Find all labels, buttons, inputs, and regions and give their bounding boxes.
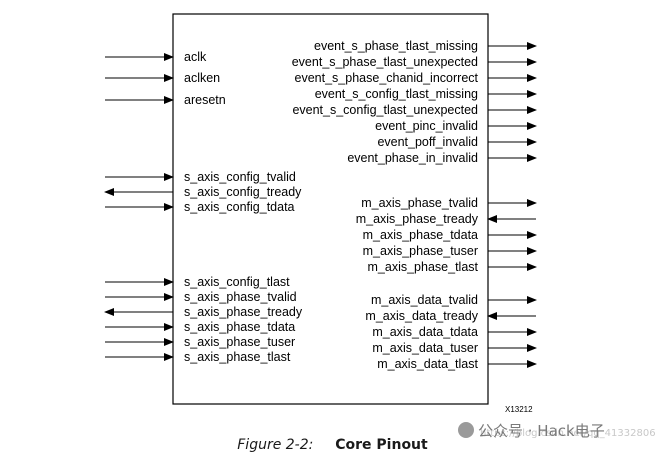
pin-label-s_axis_phase_tvalid: s_axis_phase_tvalid: [184, 290, 297, 304]
pin-label-event_s_phase_chanid_incorrect: event_s_phase_chanid_incorrect: [295, 71, 479, 85]
pin-label-aresetn: aresetn: [184, 93, 226, 107]
left-pin-group: aclkaclkenaresetns_axis_config_tvalids_a…: [104, 50, 303, 364]
pin-label-m_axis_data_tdata: m_axis_data_tdata: [372, 325, 478, 339]
pin-label-event_pinc_invalid: event_pinc_invalid: [375, 119, 478, 133]
pin-label-m_axis_phase_tdata: m_axis_phase_tdata: [363, 228, 478, 242]
pin-label-event_phase_in_invalid: event_phase_in_invalid: [347, 151, 478, 165]
watermark: 公众号 · Hack电子: [458, 420, 605, 441]
watermark-text: 公众号 · Hack电子: [478, 422, 605, 440]
pin-label-s_axis_config_tready: s_axis_config_tready: [184, 185, 302, 199]
part-id: X13212: [505, 405, 533, 414]
pin-label-s_axis_phase_tdata: s_axis_phase_tdata: [184, 320, 295, 334]
pin-label-m_axis_data_tvalid: m_axis_data_tvalid: [371, 293, 478, 307]
pin-label-s_axis_config_tvalid: s_axis_config_tvalid: [184, 170, 296, 184]
watermark-url: https://blog.csdn.net/qq_41332806: [480, 428, 656, 439]
pin-label-s_axis_phase_tuser: s_axis_phase_tuser: [184, 335, 295, 349]
pin-label-m_axis_phase_tvalid: m_axis_phase_tvalid: [361, 196, 478, 210]
pin-label-m_axis_data_tuser: m_axis_data_tuser: [372, 341, 478, 355]
figure-caption: Figure 2-2: Core Pinout: [0, 436, 665, 453]
pin-label-aclk: aclk: [184, 50, 207, 64]
pin-label-event_s_phase_tlast_unexpected: event_s_phase_tlast_unexpected: [292, 55, 478, 69]
core-block: [172, 13, 489, 405]
pin-label-s_axis_config_tlast: s_axis_config_tlast: [184, 275, 290, 289]
pin-label-s_axis_config_tdata: s_axis_config_tdata: [184, 200, 295, 214]
pin-label-event_s_config_tlast_unexpected: event_s_config_tlast_unexpected: [292, 103, 478, 117]
pin-label-m_axis_data_tready: m_axis_data_tready: [365, 309, 478, 323]
right-pin-group: event_s_phase_tlast_missing event_s_phase…: [292, 39, 537, 371]
pin-label-event_s_phase_tlast_missing: event_s_phase_tlast_missing: [314, 39, 478, 53]
wechat-icon: [458, 422, 474, 438]
pin-label-aclken: aclken: [184, 71, 220, 85]
pin-label-event_poff_invalid: event_poff_invalid: [377, 135, 478, 149]
pin-label-event_s_config_tlast_missing: event_s_config_tlast_missing: [315, 87, 478, 101]
pin-label-m_axis_phase_tlast: m_axis_phase_tlast: [368, 260, 479, 274]
figure-title: Core Pinout: [335, 437, 428, 453]
pin-label-s_axis_phase_tlast: s_axis_phase_tlast: [184, 350, 291, 364]
figure-number: Figure 2-2:: [237, 437, 314, 453]
pin-label-m_axis_phase_tready: m_axis_phase_tready: [356, 212, 479, 226]
pin-label-s_axis_phase_tready: s_axis_phase_tready: [184, 305, 303, 319]
pin-label-m_axis_phase_tuser: m_axis_phase_tuser: [363, 244, 478, 258]
pin-label-m_axis_data_tlast: m_axis_data_tlast: [377, 357, 478, 371]
